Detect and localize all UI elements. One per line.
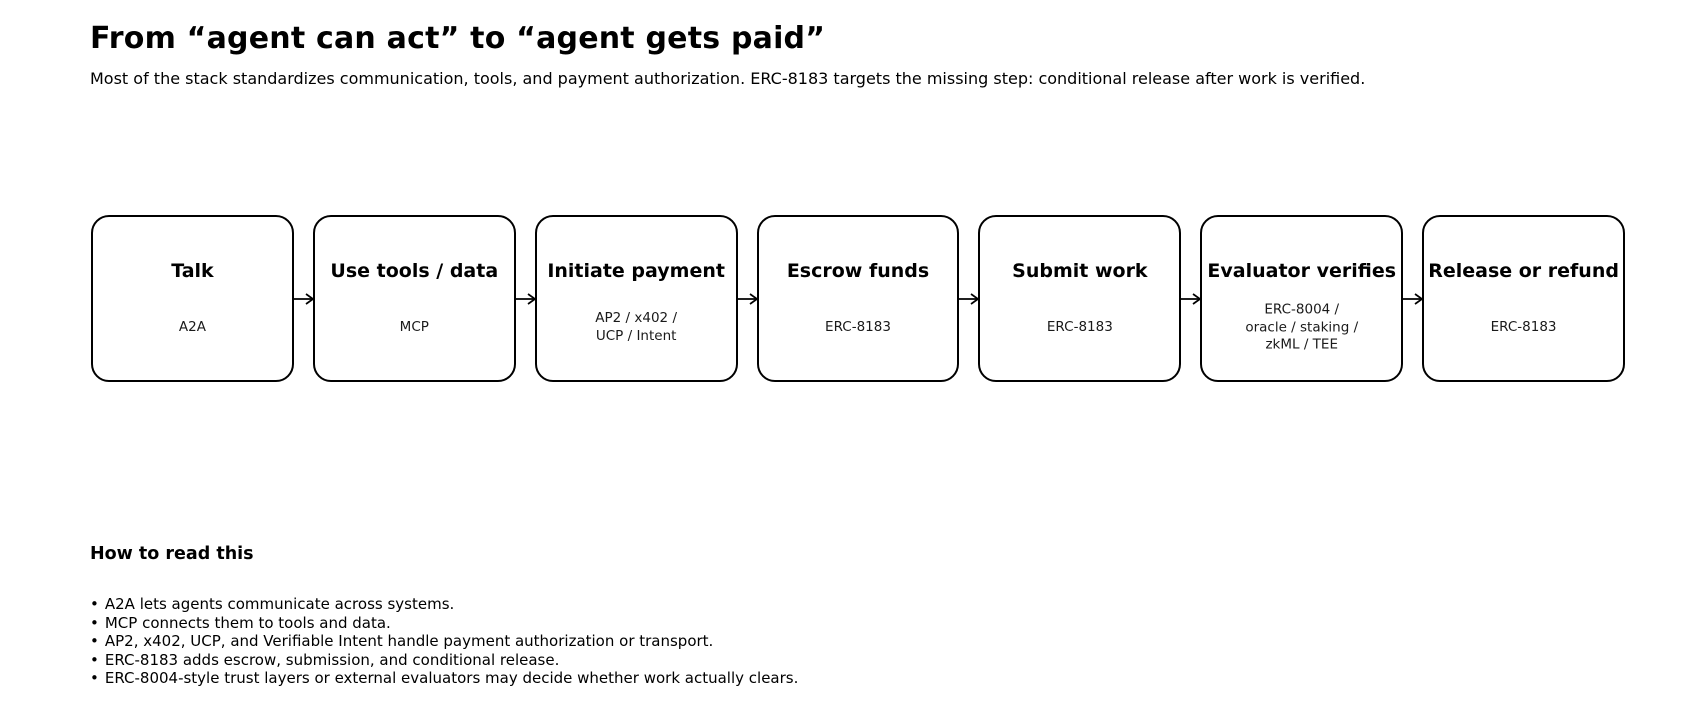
arrow-right-icon <box>736 292 758 305</box>
bullet-icon: • <box>90 669 99 687</box>
flow-arrow <box>292 215 314 382</box>
note-text: ERC-8183 adds escrow, submission, and co… <box>104 650 560 669</box>
flow-row: Talk A2A Use tools / data MCP Initiate p… <box>91 215 1626 382</box>
step-label: Use tools / data <box>330 259 499 282</box>
step-label: Talk <box>171 259 214 282</box>
note-item: • ERC-8004-style trust layers or external… <box>90 669 798 688</box>
step-detail: MCP <box>399 318 429 335</box>
note-item: • ERC-8183 adds escrow, submission, and c… <box>90 651 798 670</box>
flow-arrow <box>1402 215 1424 382</box>
step-detail: ERC-8183 <box>825 318 891 335</box>
arrow-right-icon <box>958 292 980 305</box>
bullet-icon: • <box>90 595 99 613</box>
step-detail: ERC-8183 <box>1046 318 1113 335</box>
flow-step-use-tools: Use tools / data MCP <box>312 215 516 382</box>
note-item: • AP2, x402, UCP, and Verifiable Intent h… <box>90 632 798 651</box>
arrow-right-icon <box>1180 292 1202 305</box>
bullet-icon: • <box>90 613 99 632</box>
step-label: Release or refund <box>1428 259 1619 282</box>
flow-step-evaluator-verifies: Evaluator verifies ERC-8004 / oracle / s… <box>1200 215 1404 382</box>
notes-list: • A2A lets agents communicate across syst… <box>90 595 798 688</box>
flow-step-submit-work: Submit work ERC-8183 <box>978 215 1182 382</box>
bullet-icon: • <box>90 632 99 650</box>
arrow-right-icon <box>514 292 536 305</box>
note-item: • MCP connects them to tools and data. <box>90 614 798 633</box>
page-title: From “agent can act” to “agent gets paid… <box>90 21 826 56</box>
note-text: AP2, x402, UCP, and Verifiable Intent ha… <box>104 632 714 650</box>
notes-heading: How to read this <box>90 544 254 564</box>
step-detail: AP2 / x402 / UCP / Intent <box>595 310 677 344</box>
step-label: Evaluator verifies <box>1207 259 1397 282</box>
step-detail: A2A <box>178 318 206 335</box>
step-label: Initiate payment <box>547 259 725 282</box>
flow-arrow <box>736 215 758 382</box>
note-item: • A2A lets agents communicate across syst… <box>90 595 798 614</box>
flow-step-release-or-refund: Release or refund ERC-8183 <box>1422 215 1626 382</box>
flow-arrow <box>958 215 980 382</box>
bullet-icon: • <box>90 650 99 669</box>
flow-arrow <box>1180 215 1202 382</box>
flow-arrow <box>514 215 536 382</box>
step-detail: ERC-8183 <box>1490 318 1557 335</box>
note-text: A2A lets agents communicate across syste… <box>104 595 455 613</box>
page-subtitle: Most of the stack standardizes communica… <box>90 69 1366 88</box>
flow-step-talk: Talk A2A <box>91 215 294 382</box>
note-text: MCP connects them to tools and data. <box>104 613 391 632</box>
arrow-right-icon <box>292 292 314 305</box>
step-label: Submit work <box>1012 259 1148 282</box>
flow-step-initiate-payment: Initiate payment AP2 / x402 / UCP / Inte… <box>534 215 738 382</box>
note-text: ERC-8004-style trust layers or external … <box>104 669 799 687</box>
arrow-right-icon <box>1402 292 1424 305</box>
step-label: Escrow funds <box>786 259 930 282</box>
step-detail: ERC-8004 / oracle / staking / zkML / TEE <box>1245 301 1359 353</box>
flow-step-escrow-funds: Escrow funds ERC-8183 <box>756 215 960 382</box>
